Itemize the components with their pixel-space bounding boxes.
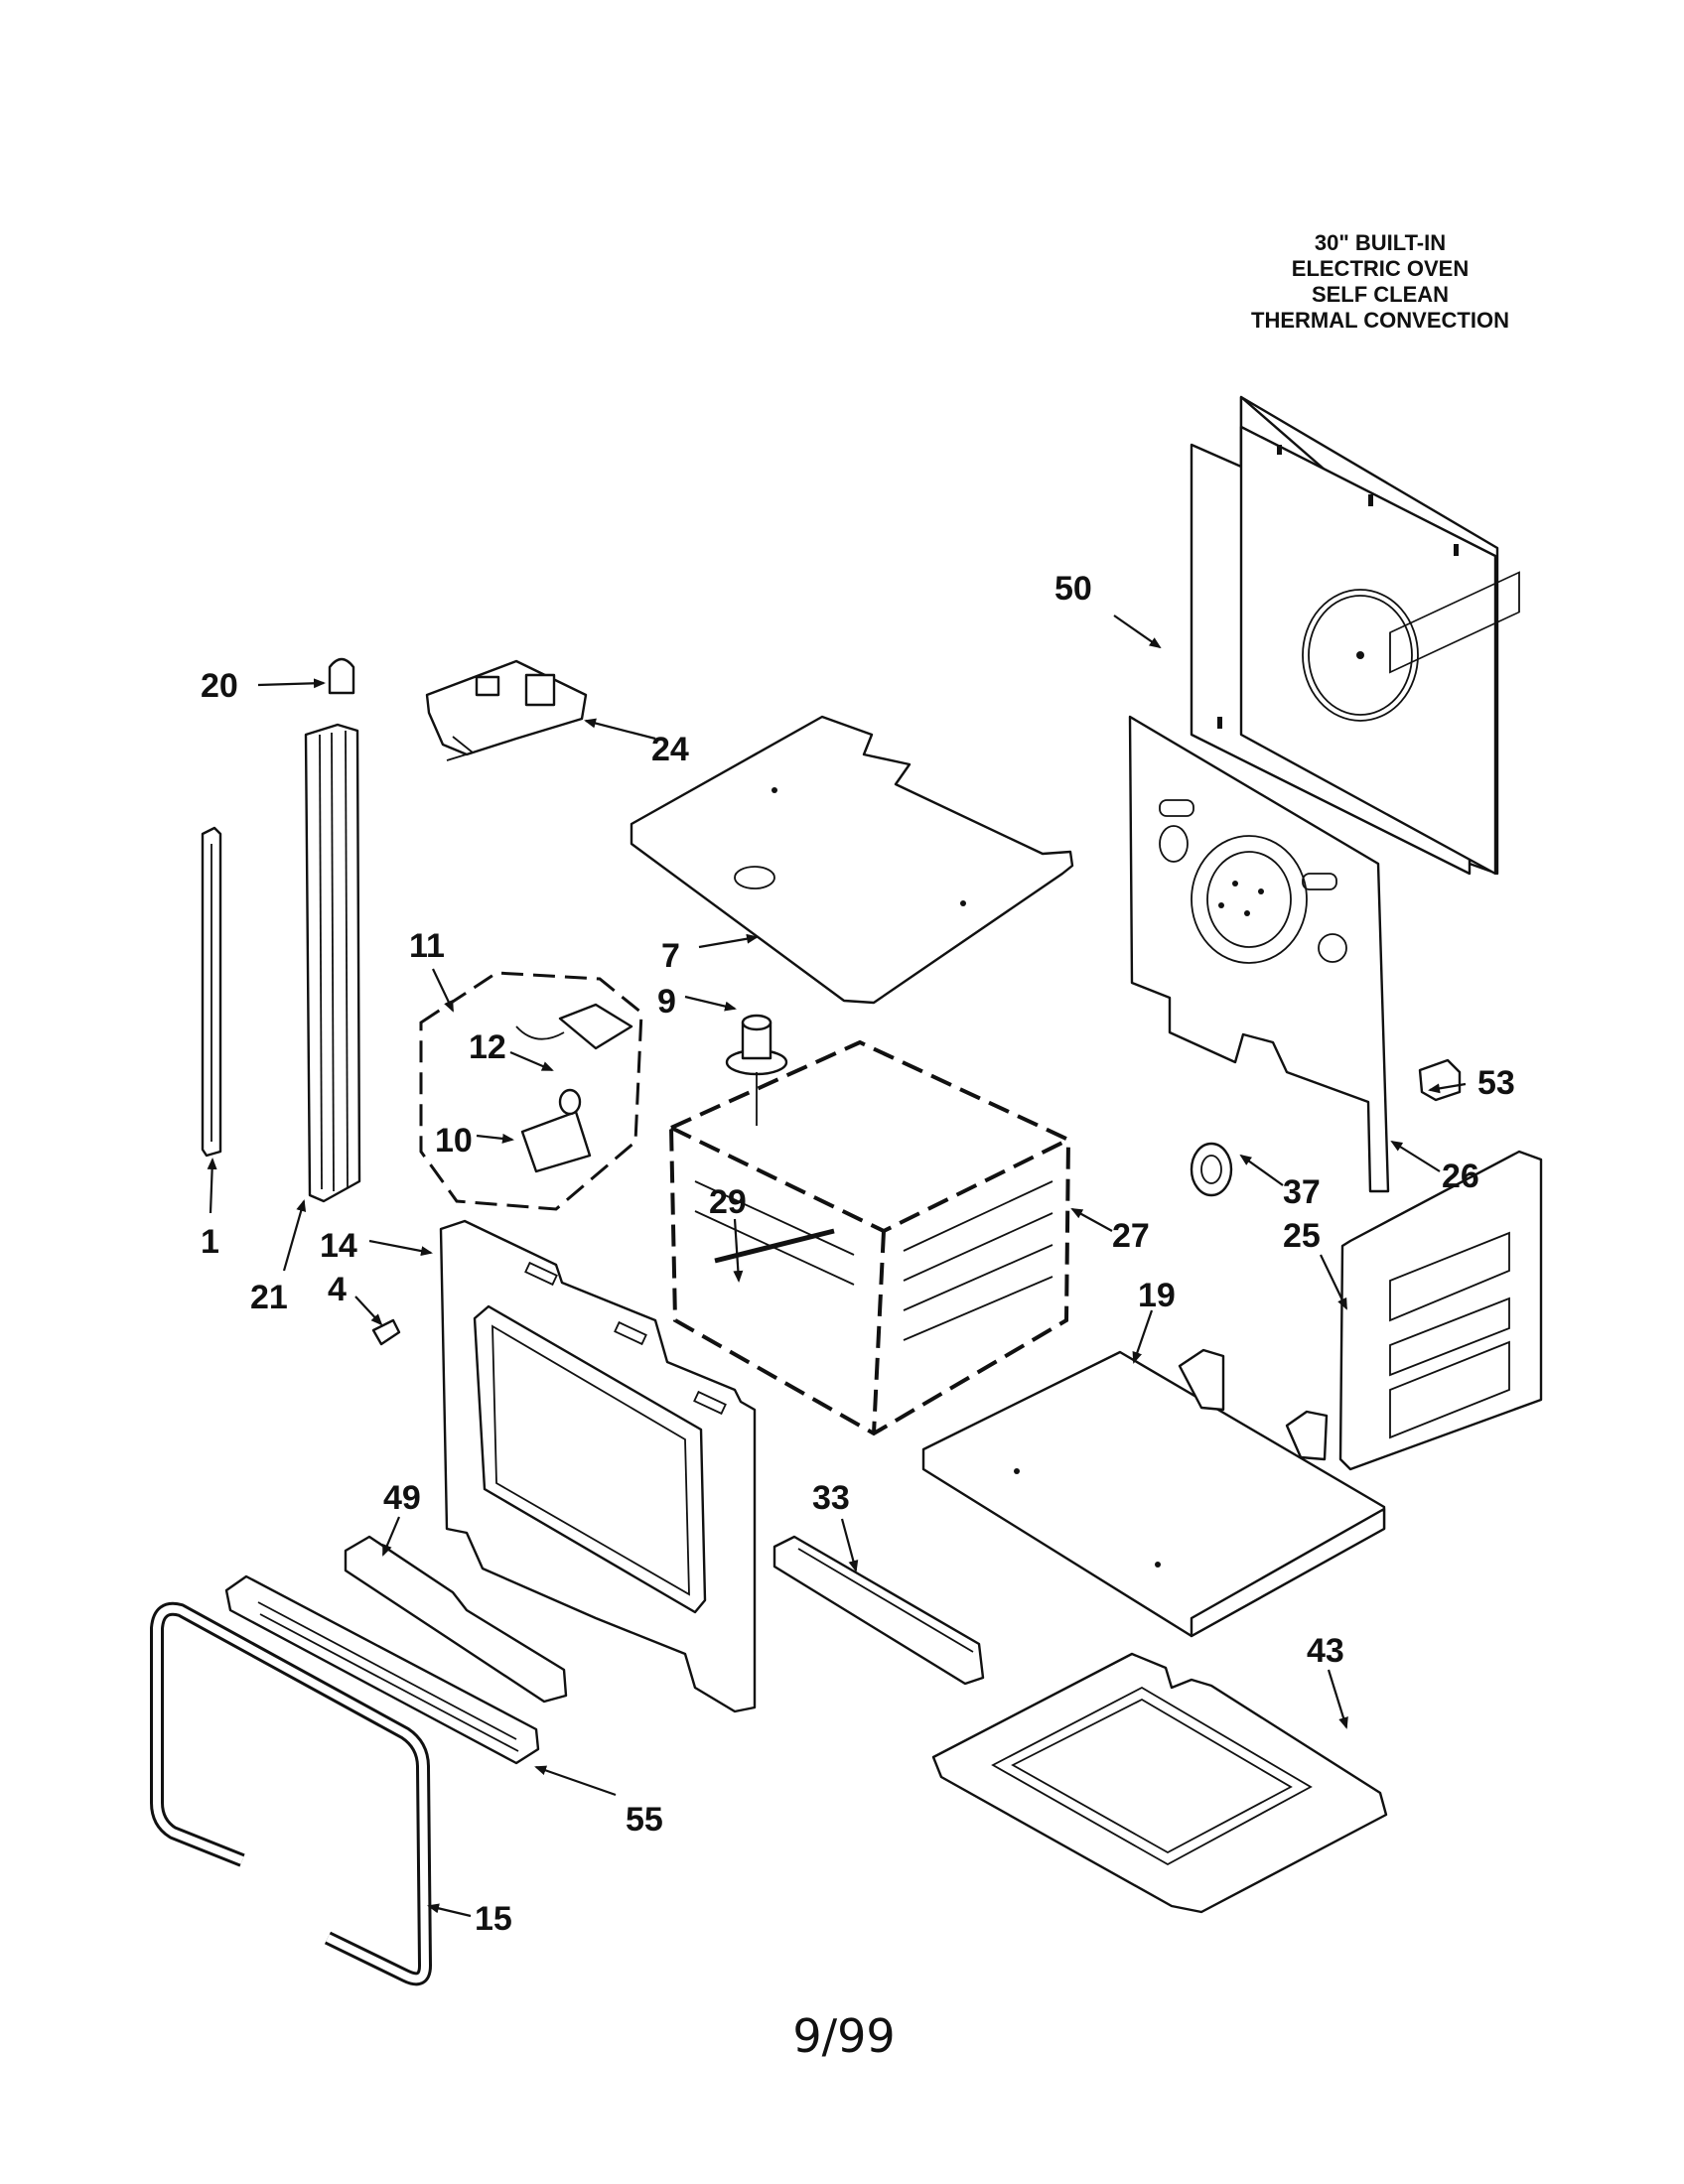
- callout-33: 33: [812, 1479, 850, 1517]
- part-25-side-panel: [1338, 571, 1543, 1471]
- callout-27: 27: [1112, 1217, 1150, 1255]
- callout-10: 10: [435, 1122, 473, 1160]
- callout-11: 11: [409, 927, 445, 965]
- title-line-3: SELF CLEAN: [1311, 282, 1450, 307]
- callout-1: 1: [201, 1223, 219, 1261]
- part-19-bottom-pan: [921, 1348, 1386, 1638]
- callout-53: 53: [1477, 1064, 1515, 1102]
- part-15-gasket: [150, 1601, 432, 1986]
- callout-14: 14: [320, 1227, 357, 1265]
- callout-4: 4: [328, 1271, 347, 1308]
- callout-37: 37: [1283, 1173, 1321, 1211]
- part-11-assembly-group: [419, 971, 643, 1211]
- part-50-rear-panel: [1190, 395, 1499, 876]
- callout-24: 24: [651, 731, 689, 768]
- callout-25: 25: [1283, 1217, 1321, 1255]
- callout-50: 50: [1054, 570, 1092, 608]
- diagram-title: 30" BUILT-IN ELECTRIC OVEN SELF CLEAN TH…: [1221, 230, 1539, 334]
- leader-arrows: [207, 614, 1467, 1918]
- callout-26: 26: [1442, 1158, 1479, 1195]
- callout-19: 19: [1138, 1277, 1176, 1314]
- part-4-screw: [371, 1318, 401, 1346]
- callout-9: 9: [657, 983, 676, 1021]
- part-14-front-frame: [439, 1219, 757, 1713]
- part-26-rear-wall: [1128, 715, 1390, 1193]
- part-1-trim-rail: [201, 826, 222, 1158]
- callout-15: 15: [475, 1900, 512, 1938]
- part-55-vent-trim: [224, 1574, 540, 1765]
- callout-21: 21: [250, 1279, 288, 1316]
- title-line-1: 30" BUILT-IN: [1314, 230, 1447, 255]
- part-49-trim: [344, 1535, 568, 1704]
- title-line-4: THERMAL CONVECTION: [1251, 308, 1509, 333]
- part-27-oven-cavity: [668, 1039, 1071, 1436]
- part-53-bracket: [1418, 1058, 1462, 1102]
- callout-12: 12: [469, 1028, 506, 1066]
- part-29-element: [714, 1228, 835, 1264]
- part-43-base-pan: [931, 1652, 1388, 1914]
- page-number: 9/99: [792, 2009, 896, 2063]
- callout-20: 20: [201, 667, 238, 705]
- callout-43: 43: [1307, 1632, 1344, 1670]
- part-9-fan-motor: [725, 1014, 788, 1126]
- callout-49: 49: [383, 1479, 421, 1517]
- callout-55: 55: [626, 1801, 663, 1839]
- part-33-bottom-trim: [772, 1535, 985, 1686]
- part-20-cap: [328, 657, 355, 695]
- callout-29: 29: [709, 1183, 747, 1221]
- callout-7: 7: [661, 937, 680, 975]
- callout-labels: 20 24 50 1 21 11 12 10 7 9 53 26 37 25 2…: [201, 570, 1515, 1938]
- title-line-2: ELECTRIC OVEN: [1291, 256, 1470, 281]
- part-37-sensor: [1190, 1142, 1233, 1197]
- part-7-top-panel: [630, 715, 1074, 1005]
- part-21-side-rail: [304, 723, 361, 1203]
- part-24-switch-assembly: [425, 659, 588, 761]
